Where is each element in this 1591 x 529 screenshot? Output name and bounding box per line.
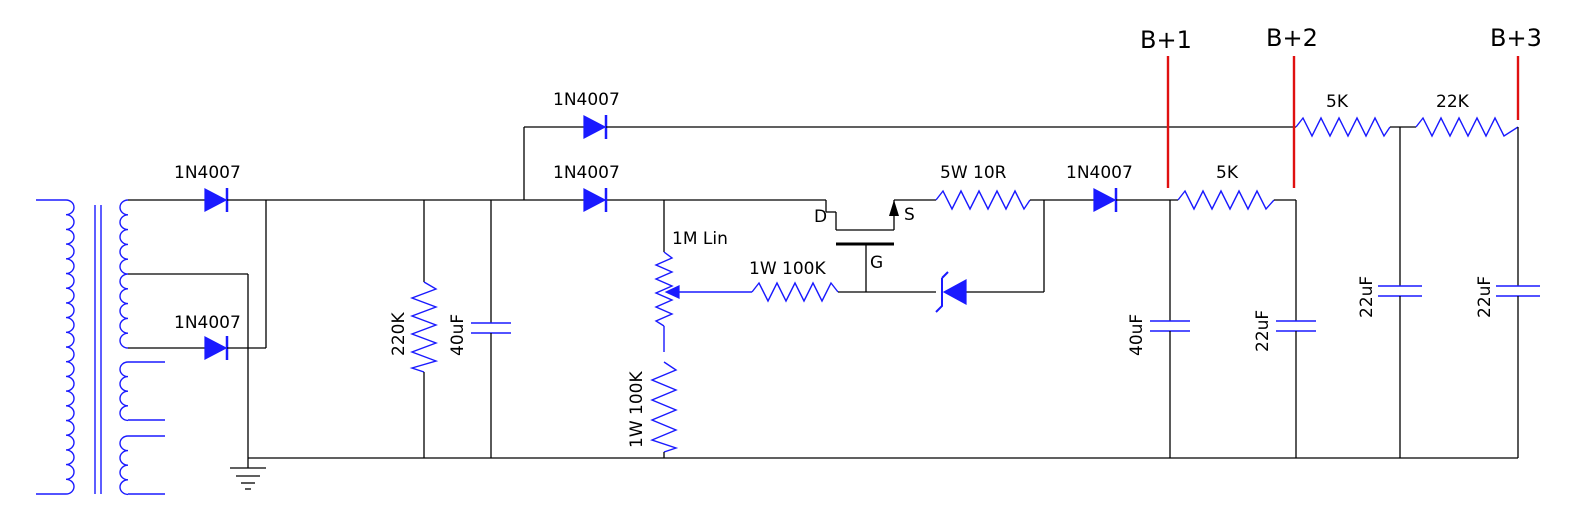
sense-resistor xyxy=(935,189,1031,211)
mosfet-source-label: S xyxy=(904,205,915,225)
output-diode xyxy=(1093,188,1118,212)
b1-b2-resistor xyxy=(1177,189,1275,211)
rectifier-diode-1 xyxy=(204,188,229,212)
top-capacitor-2-label: 22uF xyxy=(1475,276,1495,318)
mosfet-drain-label: D xyxy=(814,207,827,227)
potentiometer xyxy=(654,251,674,327)
b3-resistor xyxy=(1415,116,1519,138)
b2-top-resistor-label: 5K xyxy=(1326,92,1349,112)
top-capacitor-1-label: 22uF xyxy=(1357,276,1377,318)
pot-label: 1M Lin xyxy=(672,229,728,249)
bleeder-resistor-label: 220K xyxy=(389,312,409,356)
divider-resistor-label: 1W 100K xyxy=(627,371,647,448)
b3-rail-label: B+3 xyxy=(1490,24,1542,52)
zener-diode xyxy=(935,271,967,313)
mosfet xyxy=(825,200,899,292)
b1-rail-label: B+1 xyxy=(1140,26,1192,54)
transformer xyxy=(36,199,165,496)
gate-resistor-label: 1W 100K xyxy=(749,259,826,279)
top-diode xyxy=(583,115,608,139)
output-diode-label: 1N4007 xyxy=(1066,163,1133,183)
rectifier-diode-2-label: 1N4007 xyxy=(174,313,241,333)
b1-b2-resistor-label: 5K xyxy=(1216,163,1239,183)
b1-capacitor-label: 40uF xyxy=(1127,314,1147,356)
divider-resistor xyxy=(650,361,679,453)
b2-top-resistor xyxy=(1295,116,1391,138)
sense-resistor-label: 5W 10R xyxy=(940,163,1007,183)
mosfet-gate-label: G xyxy=(870,253,883,273)
gate-resistor xyxy=(751,281,839,303)
input-capacitor-label: 40uF xyxy=(448,314,468,356)
rectifier-diode-2 xyxy=(204,336,229,360)
mid-diode-label: 1N4007 xyxy=(553,163,620,183)
top-diode-label: 1N4007 xyxy=(553,90,620,110)
rectifier-diode-1-label: 1N4007 xyxy=(174,163,241,183)
ground-symbol xyxy=(230,458,266,490)
b2-rail-label: B+2 xyxy=(1266,24,1318,52)
b3-resistor-label: 22K xyxy=(1436,92,1470,112)
b2-capacitor-label: 22uF xyxy=(1253,310,1273,352)
mid-diode xyxy=(583,188,608,212)
bleeder-resistor xyxy=(409,281,439,373)
